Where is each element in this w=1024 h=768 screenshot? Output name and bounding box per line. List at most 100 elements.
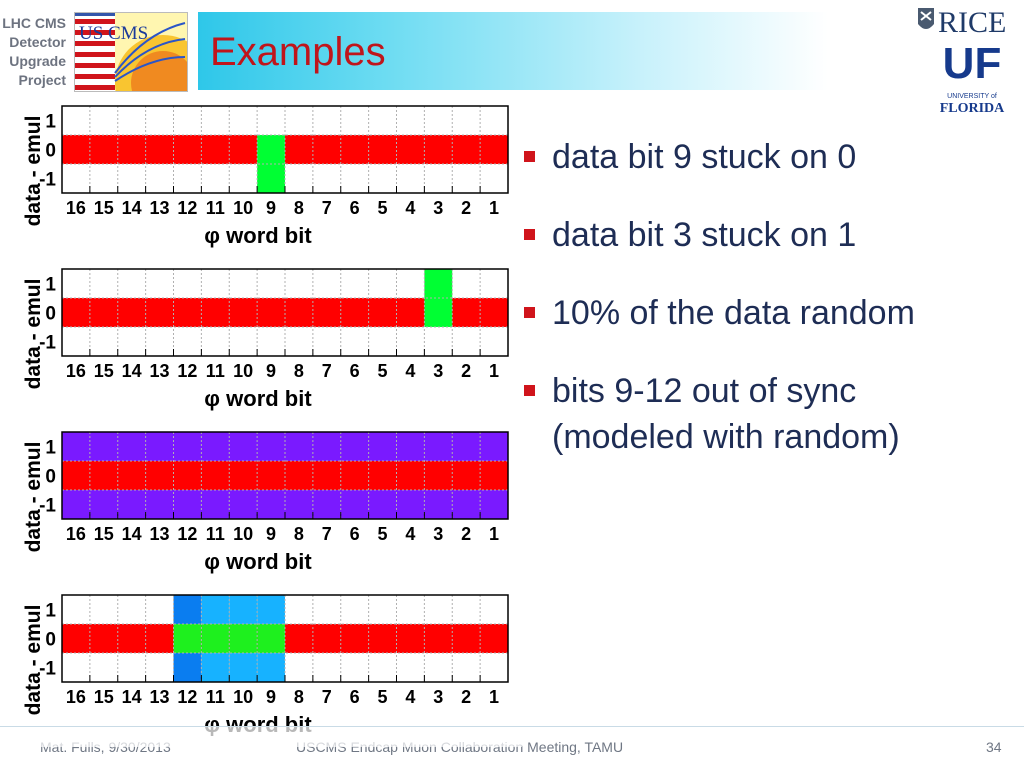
x-tick-label: 7 xyxy=(322,361,332,381)
y-tick-label: 0 xyxy=(45,630,56,651)
x-tick-label: 9 xyxy=(266,524,276,544)
heatmap-cell xyxy=(424,269,453,298)
title-bar: Examples xyxy=(198,12,828,90)
x-tick-label: 14 xyxy=(122,361,142,381)
uf-university-text: UNIVERSITY of xyxy=(947,93,997,100)
org-line: Project xyxy=(18,72,66,88)
x-tick-label: 4 xyxy=(405,198,415,218)
x-tick-label: 3 xyxy=(433,524,443,544)
heatmap-cell xyxy=(257,595,285,624)
x-tick-label: 2 xyxy=(461,361,471,381)
x-tick-label: 6 xyxy=(350,687,360,707)
x-tick-label: 5 xyxy=(378,524,388,544)
org-line: Detector xyxy=(9,34,66,50)
x-tick-label: 16 xyxy=(66,687,86,707)
x-tick-label: 5 xyxy=(378,687,388,707)
org-line: LHC CMS xyxy=(2,15,66,31)
x-tick-label: 10 xyxy=(233,524,253,544)
uf-florida-text: FLORIDA xyxy=(940,101,1005,116)
rice-shield-icon xyxy=(918,8,934,29)
x-tick-label: 12 xyxy=(177,361,197,381)
y-tick-label: 0 xyxy=(45,141,56,162)
heatmap-cell xyxy=(173,595,202,624)
x-tick-label: 1 xyxy=(489,524,499,544)
heatmap-cell xyxy=(229,595,258,624)
uscms-logo-graphic: US CMS xyxy=(75,13,187,91)
x-tick-label: 1 xyxy=(489,198,499,218)
rice-logo: RICE xyxy=(918,6,1006,39)
y-tick-label: -1 xyxy=(39,333,56,354)
plot-frame xyxy=(61,431,509,520)
y-axis-label: data - emul xyxy=(22,442,45,553)
bullet-square-icon xyxy=(524,229,535,240)
x-tick-label: 5 xyxy=(378,361,388,381)
uscms-logo: US CMS xyxy=(74,12,188,92)
x-tick-label: 9 xyxy=(266,198,276,218)
y-tick-label: 1 xyxy=(45,275,56,296)
heatmap-cell xyxy=(257,624,285,653)
x-tick-label: 2 xyxy=(461,524,471,544)
x-tick-label: 15 xyxy=(94,687,114,707)
plot-frame xyxy=(61,268,509,357)
plot-frame xyxy=(61,105,509,194)
x-tick-label: 12 xyxy=(177,687,197,707)
bullet-square-icon xyxy=(524,307,535,318)
bullet-item: data bit 3 stuck on 1 xyxy=(522,212,1002,258)
y-tick-label: -1 xyxy=(39,496,56,517)
y-tick-label: -1 xyxy=(39,659,56,680)
page-title: Examples xyxy=(210,30,386,74)
x-tick-label: 16 xyxy=(66,524,86,544)
x-tick-label: 3 xyxy=(433,361,443,381)
heatmap-cell xyxy=(201,624,230,653)
y-tick-label: 1 xyxy=(45,438,56,459)
x-tick-label: 8 xyxy=(294,524,304,544)
x-axis-label: φ word bit xyxy=(204,223,312,248)
x-axis-label: φ word bit xyxy=(204,549,312,574)
bullet-text: bits 9-12 out of sync xyxy=(552,372,857,410)
x-tick-label: 8 xyxy=(294,361,304,381)
y-tick-label: -1 xyxy=(39,170,56,191)
bullet-text-continued: (modeled with random) xyxy=(552,418,900,456)
y-axis-label: data - emul xyxy=(22,116,45,227)
x-tick-label: 14 xyxy=(122,524,142,544)
x-tick-label: 7 xyxy=(322,687,332,707)
x-tick-label: 7 xyxy=(322,198,332,218)
y-tick-label: 1 xyxy=(45,112,56,133)
footer-rule xyxy=(0,726,1024,727)
bullet-text: data bit 9 stuck on 0 xyxy=(552,138,857,176)
x-tick-label: 11 xyxy=(206,524,225,544)
x-tick-label: 9 xyxy=(266,687,276,707)
y-tick-label: 1 xyxy=(45,601,56,622)
page-number: 34 xyxy=(986,739,1002,755)
x-tick-label: 14 xyxy=(122,198,142,218)
x-tick-label: 2 xyxy=(461,687,471,707)
bullet-square-icon xyxy=(524,151,535,162)
bullet-text: 10% of the data random xyxy=(552,294,915,332)
heatmap-cell xyxy=(424,298,453,327)
x-tick-label: 12 xyxy=(177,198,197,218)
bullet-item: data bit 9 stuck on 0 xyxy=(522,134,1002,180)
x-tick-label: 10 xyxy=(233,361,253,381)
x-tick-label: 6 xyxy=(350,198,360,218)
org-line: Upgrade xyxy=(9,53,66,69)
heatmap-cell xyxy=(229,624,258,653)
x-tick-label: 7 xyxy=(322,524,332,544)
x-tick-label: 11 xyxy=(206,687,225,707)
heatmap-cell xyxy=(173,653,202,682)
x-tick-label: 13 xyxy=(150,524,170,544)
y-tick-label: 0 xyxy=(45,304,56,325)
x-tick-label: 1 xyxy=(489,687,499,707)
heatmap-cell xyxy=(229,653,258,682)
x-tick-label: 14 xyxy=(122,687,142,707)
x-tick-label: 3 xyxy=(433,198,443,218)
bullet-item: 10% of the data random xyxy=(522,290,1002,336)
bullet-text: data bit 3 stuck on 1 xyxy=(552,216,857,254)
footer-overlap xyxy=(0,727,522,747)
x-tick-label: 6 xyxy=(350,361,360,381)
x-tick-label: 8 xyxy=(294,687,304,707)
heatmap-cell xyxy=(257,164,285,193)
org-label: LHC CMS Detector Upgrade Project xyxy=(0,14,66,90)
uscms-logo-text: US CMS xyxy=(79,23,148,44)
